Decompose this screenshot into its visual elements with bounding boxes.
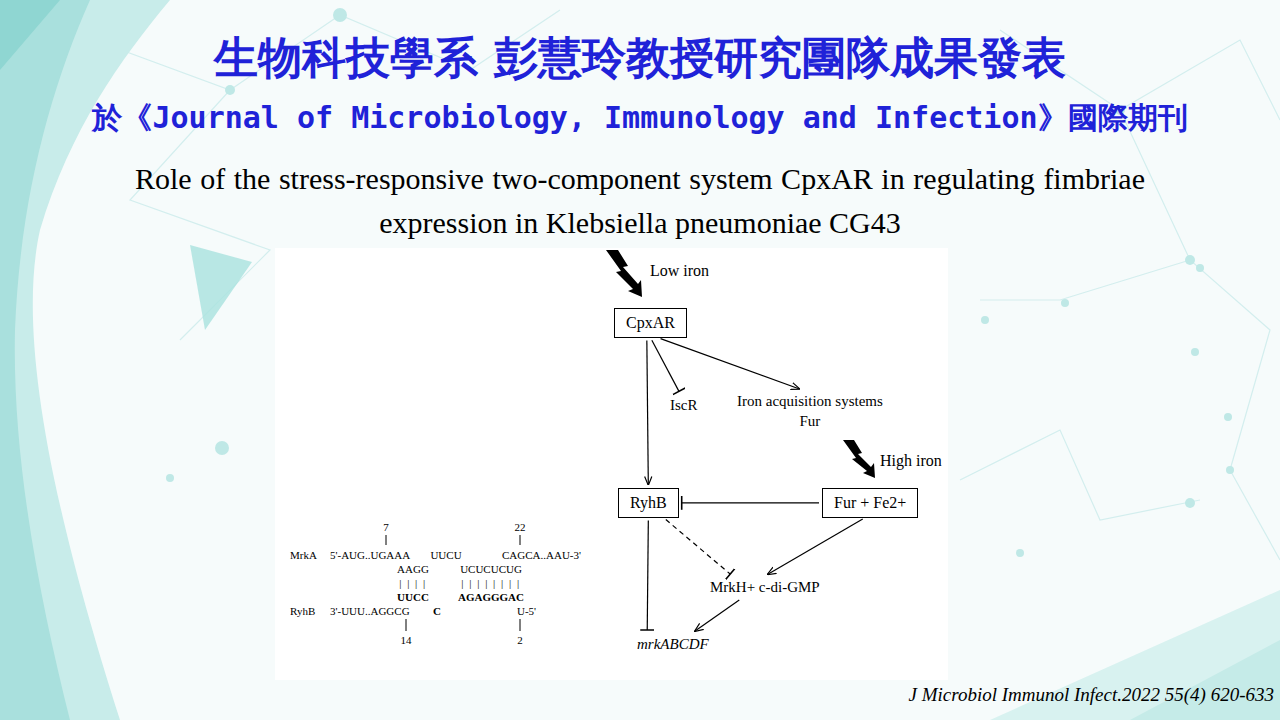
sequence: U-5'	[517, 605, 536, 618]
target-text: MrkH+ c-di-GMP	[707, 576, 823, 598]
slide-title: 生物科技學系 彭慧玲教授研究團隊成果發表	[214, 33, 1065, 84]
triangle-deco	[190, 245, 252, 330]
sequence: C	[433, 605, 441, 618]
corner-shape	[0, 0, 60, 70]
process-box: RyhB	[618, 488, 679, 518]
lightning-bolts	[606, 250, 875, 478]
triangle-deco	[1130, 640, 1280, 720]
node-text: RyhB	[630, 492, 667, 514]
dot	[1061, 299, 1069, 307]
high-iron-bolt	[843, 440, 875, 478]
dot	[1016, 549, 1024, 557]
dot	[333, 8, 347, 22]
journal-line: 於《Journal of Microbiology, Immunology an…	[92, 101, 1187, 136]
tick	[386, 535, 387, 545]
low-iron-bolt	[606, 250, 642, 297]
node-text: Fur + Fe2+	[834, 492, 906, 514]
base-pair-bars: | | | | | | | |	[461, 577, 520, 590]
network-line	[980, 260, 1190, 300]
sequence: AGAGGGAC	[458, 591, 524, 604]
node-text: CpxAR	[626, 312, 675, 334]
rna-name: MrkA	[290, 549, 317, 562]
paper-title: Role of the stress-responsive two-compon…	[135, 157, 1145, 245]
dot	[981, 316, 989, 324]
position-number: 2	[517, 634, 523, 647]
dot	[1191, 348, 1199, 356]
target-text: Iron acquisition systemsFur	[734, 390, 886, 433]
tick	[406, 619, 407, 631]
node-text: IscR	[670, 395, 698, 415]
connector	[666, 520, 730, 575]
node-text: mrkABCDF	[637, 634, 709, 654]
connector	[661, 339, 800, 389]
dot	[1185, 255, 1195, 265]
dot	[1185, 498, 1195, 508]
connector	[647, 521, 648, 630]
figure-panel	[275, 248, 948, 680]
network-line	[960, 430, 1200, 520]
position-number: 7	[383, 521, 389, 534]
citation: J Microbiol Immunol Infect.2022 55(4) 62…	[909, 684, 1275, 706]
connector	[682, 502, 819, 503]
sequence: 3'-UUU..AGGCG	[330, 605, 410, 618]
node-text: Fur	[737, 411, 883, 431]
position-number: 14	[401, 634, 412, 647]
connector	[647, 341, 648, 485]
gene-operon: mrkABCDF	[634, 633, 712, 655]
sequence: UUCU	[430, 549, 461, 562]
sequence: 5'-AUG..UGAAA	[330, 549, 410, 562]
dot	[166, 474, 174, 482]
sequence: UCUCUCUG	[460, 563, 522, 576]
process-box: CpxAR	[614, 308, 687, 338]
base-pair-bars: | | | |	[399, 577, 427, 590]
dot	[1224, 413, 1232, 421]
dot	[225, 85, 235, 95]
tick	[520, 619, 521, 631]
connector	[652, 340, 679, 391]
target-text: IscR	[667, 394, 701, 416]
dot	[215, 441, 229, 455]
connector	[695, 600, 740, 631]
dot	[1226, 466, 1234, 474]
node-text: MrkH+ c-di-GMP	[710, 577, 820, 597]
stimulus-label: High iron	[880, 452, 942, 470]
sequence: CAGCA..AAU-3'	[502, 549, 581, 562]
left-band-dark	[0, 0, 90, 720]
position-number: 22	[515, 521, 526, 534]
sequence: AAGG	[397, 563, 429, 576]
tick	[520, 535, 521, 545]
stimulus-label: Low iron	[650, 262, 709, 280]
process-box: Fur + Fe2+	[822, 488, 918, 518]
node-text: Iron acquisition systems	[737, 391, 883, 411]
sequence: UUCC	[397, 591, 429, 604]
connector	[767, 519, 862, 574]
rna-name: RyhB	[290, 605, 315, 618]
dot	[1196, 264, 1204, 272]
